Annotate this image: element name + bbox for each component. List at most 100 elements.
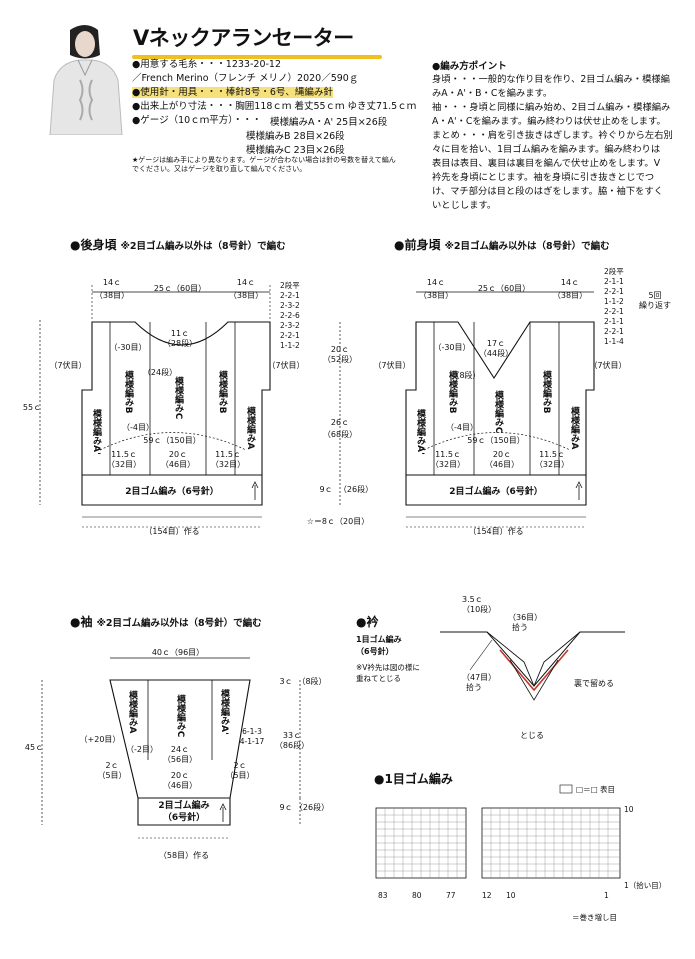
back-center-st: （46目）: [161, 460, 195, 469]
svg-text:80: 80: [412, 891, 422, 900]
back-body-h: 26ｃ: [331, 418, 349, 427]
sleeve-st56: （56目）: [163, 755, 197, 764]
svg-text:6-1-3: 6-1-3: [242, 727, 262, 736]
svg-text:1-1-2: 1-1-2: [280, 341, 300, 350]
front-dec-8: （8段）: [451, 370, 480, 380]
svg-text:25ｃ（60目）: 25ｃ（60目）: [478, 284, 530, 293]
svg-text:（154目）作る: （154目）作る: [468, 526, 523, 536]
back-side-w-r: 11.5ｃ: [215, 450, 241, 459]
svg-text:20ｃ: 20ｃ: [493, 450, 511, 459]
svg-text:（7伏目）: （7伏目）: [589, 360, 626, 370]
rib-grid: [376, 808, 620, 878]
sleeve-inc: （+20目）: [80, 735, 121, 744]
svg-text:2-2-1: 2-2-1: [280, 331, 300, 340]
back-rib-rows: （26段）: [339, 484, 373, 494]
back-shoulder-st-r: （38目）: [229, 291, 263, 300]
svg-text:2-3-2: 2-3-2: [280, 301, 300, 310]
front-neck-rows: （44段）: [479, 348, 513, 358]
back-neck-rows: （28段）: [163, 338, 197, 348]
svg-text:（36目）: （36目）: [508, 613, 542, 622]
yarn-label: ●用意する毛糸・・・: [132, 59, 226, 70]
back-shoulder-st: （38目）: [95, 291, 129, 300]
svg-text:※V衿先は図の様に: ※V衿先は図の様に: [356, 662, 420, 672]
front-repeat-label: 繰り返す: [639, 300, 671, 310]
sleeve-height: 45ｃ: [25, 743, 43, 752]
svg-text:1-1-4: 1-1-4: [604, 337, 624, 346]
back-pattern-b: 模様編みB: [123, 369, 134, 413]
back-dec-24: （24段）: [143, 367, 177, 377]
svg-text:模様編みA': 模様編みA': [415, 408, 426, 455]
svg-text:（86段）: （86段）: [275, 740, 309, 750]
yarn-code: 1233-20-12: [225, 59, 282, 70]
svg-text:拾う: 拾う: [466, 682, 482, 692]
svg-text:（8段）: （8段）: [297, 676, 326, 686]
back-neck-depth: 11ｃ: [171, 329, 189, 338]
back-dec-30: （-30目）: [109, 343, 146, 352]
svg-text:12: 12: [482, 891, 492, 900]
svg-text:2-2-1: 2-2-1: [604, 307, 624, 316]
svg-text:重ねてとじる: 重ねてとじる: [356, 674, 401, 683]
back-outline: [81, 321, 271, 506]
back-armhole-h: 20ｃ: [331, 345, 349, 354]
back-body-rows: （68段）: [323, 429, 357, 439]
back-inc-7-r: （7伏目）: [267, 360, 304, 370]
svg-text:（7伏目）: （7伏目）: [373, 360, 410, 370]
points-title: ●編み方ポイント: [432, 61, 507, 72]
model-photo: [40, 20, 130, 136]
svg-text:3.5ｃ: 3.5ｃ: [462, 595, 483, 604]
rib1-title: ●1目ゴム編み: [374, 772, 453, 786]
svg-text:＝巻き増し目: ＝巻き増し目: [572, 912, 617, 922]
svg-text:11.5ｃ: 11.5ｃ: [435, 450, 461, 459]
svg-text:（6号針）: （6号針）: [356, 646, 394, 656]
gauge-c: 模様編みC 23目×26段: [246, 145, 345, 156]
svg-text:14ｃ: 14ｃ: [561, 278, 579, 287]
gauge-label: ●ゲージ（10ｃｍ平方）・・・: [132, 115, 262, 126]
svg-text:1-1-2: 1-1-2: [604, 297, 624, 306]
svg-text:2-1-1: 2-1-1: [604, 277, 624, 286]
svg-text:2目ゴム編み（6号針）: 2目ゴム編み（6号針）: [449, 485, 543, 497]
svg-text:（32目）: （32目）: [431, 460, 465, 469]
svg-text:模様編みA: 模様編みA: [569, 405, 580, 449]
back-height: 55ｃ: [23, 403, 41, 412]
back-pattern-a: 模様編みA: [245, 405, 256, 449]
sleeve-w20: 20ｃ: [171, 771, 189, 780]
gauge-b: 模様編みB 28目×26段: [246, 131, 345, 142]
svg-text:33ｃ: 33ｃ: [283, 731, 301, 740]
back-neck-w: 25ｃ（60目）: [154, 284, 206, 293]
svg-text:2目ゴム編み: 2目ゴム編み: [158, 799, 209, 811]
sleeve-st46: （46目）: [163, 781, 197, 790]
back-shoulder-w-r: 14ｃ: [237, 278, 255, 287]
svg-text:4-1-17: 4-1-17: [240, 737, 265, 746]
svg-text:模様編みC: 模様編みC: [493, 390, 504, 434]
back-rib-h: 9ｃ: [319, 485, 332, 494]
svg-text:77: 77: [446, 891, 456, 900]
yarn-line: ●用意する毛糸・・・1233-20-12: [132, 58, 281, 72]
svg-text:（38目）: （38目）: [419, 291, 453, 300]
needles: ●使用針・用具・・・棒針8号・6号、縄編み針: [132, 87, 333, 98]
svg-text:83: 83: [378, 891, 388, 900]
back-cast-on: （154目）作る: [144, 526, 199, 536]
back-dec-4: （-4目）: [122, 423, 154, 432]
svg-text:（32目）: （32目）: [535, 460, 569, 469]
back-title: ●後身頃 ※2目ゴム編み以外は（8号針）で編む: [70, 238, 286, 252]
back-side-w: 11.5ｃ: [111, 450, 137, 459]
sleeve-top-w: 40ｃ（96目）: [152, 648, 204, 657]
svg-text:（10段）: （10段）: [462, 604, 496, 614]
back-side-st-r: （32目）: [211, 460, 245, 469]
svg-text:（47目）: （47目）: [462, 673, 496, 682]
svg-text:3ｃ: 3ｃ: [279, 677, 292, 686]
back-armhole-rows: （52段）: [323, 354, 357, 364]
gauge-note: ★ゲージは編み手により異なります。ゲージが合わない場合は針の号数を替えて編んでく…: [132, 156, 396, 173]
svg-text:模様編みA': 模様編みA': [219, 688, 230, 735]
svg-text:模様編みC: 模様編みC: [175, 694, 186, 738]
front-outline: [405, 321, 595, 506]
front-title: ●前身頃 ※2目ゴム編み以外は（8号針）で編む: [394, 238, 610, 252]
svg-text:2-2-1: 2-2-1: [604, 327, 624, 336]
svg-text:（58目）作る: （58目）作る: [159, 850, 209, 860]
collar-title: ●衿: [356, 615, 379, 629]
svg-text:1（拾い目）: 1（拾い目）: [624, 880, 666, 890]
front-repeat: 5回: [648, 291, 661, 300]
star-note: ☆＝8ｃ（20目）: [307, 517, 369, 526]
svg-text:（26段）: （26段）: [295, 802, 329, 812]
